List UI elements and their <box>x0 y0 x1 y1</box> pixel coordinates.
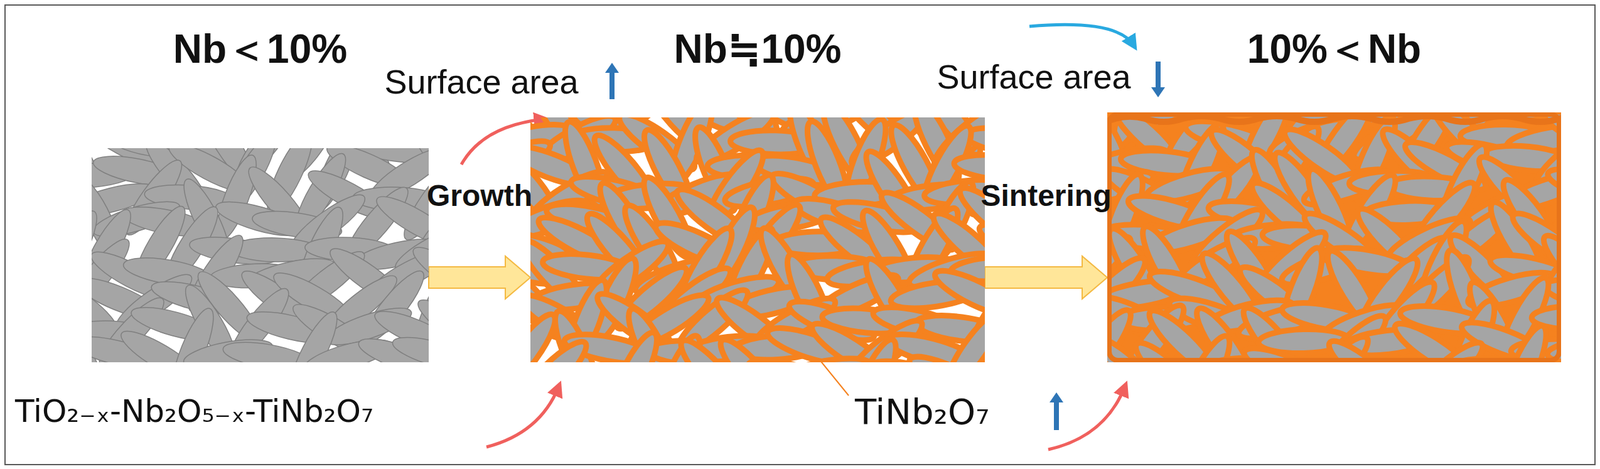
block-arrow <box>984 256 1108 299</box>
trend-arrow <box>486 386 559 447</box>
panel-heading: Nb＜10% <box>91 25 429 73</box>
grain-group <box>91 148 429 363</box>
grain <box>904 348 985 363</box>
grain <box>844 334 904 363</box>
sintered-edge <box>1107 116 1562 122</box>
grain-illustration <box>530 117 985 363</box>
formula-label: TiNb₂O₇ <box>854 390 990 433</box>
increase-arrow <box>1049 392 1064 430</box>
grain-panel: Nb≒10% <box>530 117 985 363</box>
grain-illustration <box>91 148 429 363</box>
grain <box>968 315 985 363</box>
increase-arrow <box>605 62 619 100</box>
grain <box>603 327 666 363</box>
sintered-outline <box>1109 114 1560 361</box>
panel-heading: 10%＜Nb <box>1107 25 1562 73</box>
block-arrow <box>428 256 531 299</box>
grain <box>1496 321 1555 363</box>
grain-group <box>1107 112 1562 363</box>
step-label: Growth <box>426 178 533 213</box>
formula-label: TiO₂₋ₓ-Nb₂O₅₋ₓ-TiNb₂O₇ <box>15 392 374 430</box>
trend-arrow <box>1048 386 1125 450</box>
grain <box>389 330 429 363</box>
property-label: Surface area <box>384 61 579 103</box>
grain <box>780 352 874 363</box>
decrease-arrow <box>1151 61 1166 98</box>
grain <box>539 361 633 363</box>
label-holder: Surface area <box>384 61 579 103</box>
panel-heading: Nb≒10% <box>530 25 985 73</box>
label-holder: Growth <box>426 178 533 213</box>
frame <box>5 5 1595 465</box>
grain-panel: Nb＜10% <box>91 148 429 363</box>
grain <box>939 305 985 363</box>
grain-illustration <box>1107 112 1562 363</box>
label-holder: TiO₂₋ₓ-Nb₂O₅₋ₓ-TiNb₂O₇ <box>15 392 374 430</box>
grain <box>940 349 985 363</box>
grain-panel: 10%＜Nb <box>1107 112 1562 363</box>
grain <box>713 332 791 363</box>
trend-arrow <box>1029 24 1134 46</box>
label-holder: TiNb₂O₇ <box>854 390 990 433</box>
label-holder: Surface area <box>936 56 1131 98</box>
property-label: Surface area <box>936 56 1131 98</box>
label-holder: Sintering <box>980 178 1112 213</box>
grain-group <box>530 117 985 363</box>
grain <box>530 333 594 363</box>
step-label: Sintering <box>980 178 1112 213</box>
